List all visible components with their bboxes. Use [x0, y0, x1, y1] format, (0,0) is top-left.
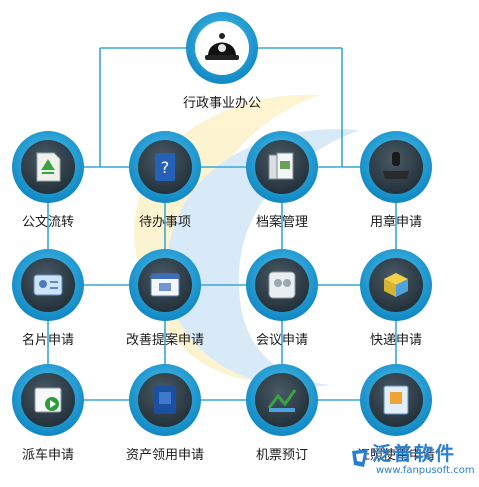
brand-mark-icon: [352, 449, 368, 467]
node-label-doc-transfer: 公文流转: [21, 215, 75, 230]
express-box-icon: [384, 273, 408, 297]
ticket-chart-icon: [267, 389, 297, 412]
node-label-todo: 待办事项: [138, 215, 192, 230]
node-asset[interactable]: [129, 364, 201, 436]
node-face: [369, 140, 423, 194]
node-label-admin-office: 行政事业办公: [182, 96, 262, 111]
node-dispatch[interactable]: [12, 364, 84, 436]
node-card[interactable]: [12, 249, 84, 321]
node-ticket[interactable]: [246, 364, 318, 436]
node-archive[interactable]: [246, 131, 318, 203]
node-label-meeting: 会议申请: [255, 333, 309, 348]
node-todo[interactable]: ?: [129, 131, 201, 203]
node-express[interactable]: [360, 249, 432, 321]
watermark-logo: 泛普软件 www.fanpusoft.com: [350, 441, 475, 485]
certificate-icon: [383, 385, 409, 415]
blue-book-icon: [154, 386, 176, 414]
node-doc-transfer[interactable]: [12, 131, 84, 203]
svg-text:?: ?: [161, 158, 170, 177]
node-label-asset: 资产领用申请: [125, 448, 205, 463]
node-label-card: 名片申请: [21, 333, 75, 348]
business-card-icon: [33, 274, 63, 296]
node-seal[interactable]: [360, 131, 432, 203]
node-label-express: 快递申请: [369, 333, 423, 348]
meeting-icon: [268, 271, 296, 299]
document-stack-icon: [268, 152, 294, 180]
police-helmet-icon: [205, 33, 239, 60]
node-label-improve: 改善提案申请: [125, 333, 205, 348]
help-book-icon: ?: [155, 153, 175, 181]
node-label-archive: 档案管理: [255, 215, 309, 230]
stamp-icon: [383, 152, 409, 179]
node-license[interactable]: [360, 364, 432, 436]
node-improve[interactable]: [129, 249, 201, 321]
node-label-dispatch: 派车申请: [21, 448, 75, 463]
watermark-name: 泛普软件: [372, 443, 457, 465]
window-card-icon: [150, 273, 180, 297]
recycle-document-icon: [36, 152, 61, 182]
node-meeting[interactable]: [246, 249, 318, 321]
play-form-icon: [34, 387, 62, 413]
node-label-ticket: 机票预订: [255, 448, 309, 463]
watermark-url: www.fanpusoft.com: [376, 465, 475, 476]
node-label-seal: 用章申请: [369, 215, 423, 230]
node-admin-office[interactable]: [186, 12, 258, 84]
node-label-license: 证照使用申请: [356, 448, 436, 463]
